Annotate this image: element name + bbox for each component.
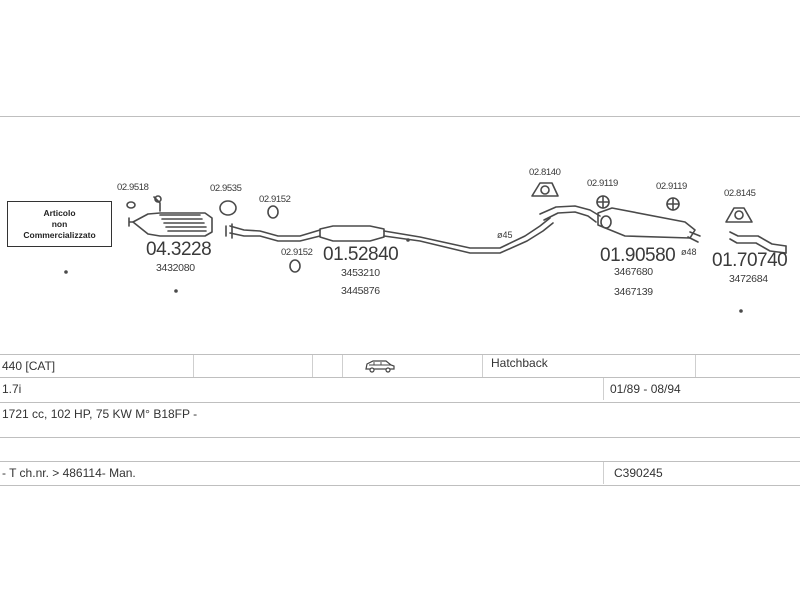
tailpipe-icon <box>729 231 787 254</box>
spec-cell: 1721 cc, 102 HP, 75 KW M° B18FP - <box>2 407 198 421</box>
part-label[interactable]: 01.52840 <box>323 244 399 265</box>
top-rule <box>0 116 800 117</box>
notice-line: Articolo <box>43 208 76 218</box>
notice-line: non <box>51 219 68 229</box>
rear-silencer-icon <box>539 205 701 243</box>
part-label[interactable]: 01.90580 <box>600 245 676 266</box>
part-label[interactable]: 02.9119 <box>587 178 618 189</box>
model-cell: 440 [CAT] <box>2 359 56 373</box>
oem-number: 3467139 <box>614 286 653 298</box>
engine-cell: 1.7i <box>2 382 22 396</box>
exhaust-diagram <box>64 182 787 313</box>
table-row: 440 [CAT] Hatchback <box>0 355 800 377</box>
chassis-cell: - T ch.nr. > 486114- Man. <box>2 466 136 480</box>
ring-icon <box>600 215 612 229</box>
ring-icon <box>267 205 279 219</box>
part-label[interactable]: 02.8145 <box>724 188 756 199</box>
part-label[interactable]: 02.9119 <box>656 181 687 192</box>
hanger-icon <box>725 207 753 223</box>
part-label[interactable]: 01.70740 <box>712 250 788 271</box>
part-label[interactable]: 02.9152 <box>259 194 291 205</box>
pipe-diameter: ø48 <box>681 247 697 257</box>
ref-code-cell: C390245 <box>614 466 663 480</box>
table-rule <box>0 437 800 438</box>
years-cell: 01/89 - 08/94 <box>610 382 681 396</box>
part-label[interactable]: 02.9535 <box>210 183 242 194</box>
not-sold-notice: Articolo non Commercializzato <box>7 201 112 247</box>
table-rule <box>0 402 800 403</box>
part-label[interactable]: 02.8140 <box>529 167 561 178</box>
part-label[interactable]: 02.9152 <box>281 247 313 258</box>
hanger-icon <box>531 182 559 197</box>
oem-number: 3445876 <box>341 285 380 297</box>
table-rule <box>0 354 800 355</box>
table-rule <box>0 377 800 378</box>
oem-number: 3467680 <box>614 266 653 278</box>
ring-icon <box>289 259 301 273</box>
table-row: 1.7i 01/89 - 08/94 <box>0 378 800 400</box>
ring-icon <box>666 197 680 211</box>
ring-icon <box>596 195 610 209</box>
table-rule <box>0 485 800 486</box>
table-row: 1721 cc, 102 HP, 75 KW M° B18FP - <box>0 403 800 425</box>
oem-number: 3453210 <box>341 267 380 279</box>
part-label[interactable]: 02.9518 <box>117 182 149 193</box>
gasket-icon <box>219 200 237 216</box>
catalytic-converter-icon <box>128 212 213 237</box>
table-rule <box>0 461 800 462</box>
car-side-icon <box>365 360 395 373</box>
middle-pipe-icon <box>225 217 554 254</box>
oem-number: 3472684 <box>729 273 768 285</box>
part-label[interactable]: 04.3228 <box>146 239 212 260</box>
body-type-cell: Hatchback <box>491 356 548 370</box>
oem-number: 3432080 <box>156 262 195 274</box>
pipe-diameter: ø45 <box>497 230 513 240</box>
hanger-icon <box>126 195 162 212</box>
notice-line: Commercializzato <box>23 230 96 240</box>
table-row: - T ch.nr. > 486114- Man. C390245 <box>0 462 800 484</box>
